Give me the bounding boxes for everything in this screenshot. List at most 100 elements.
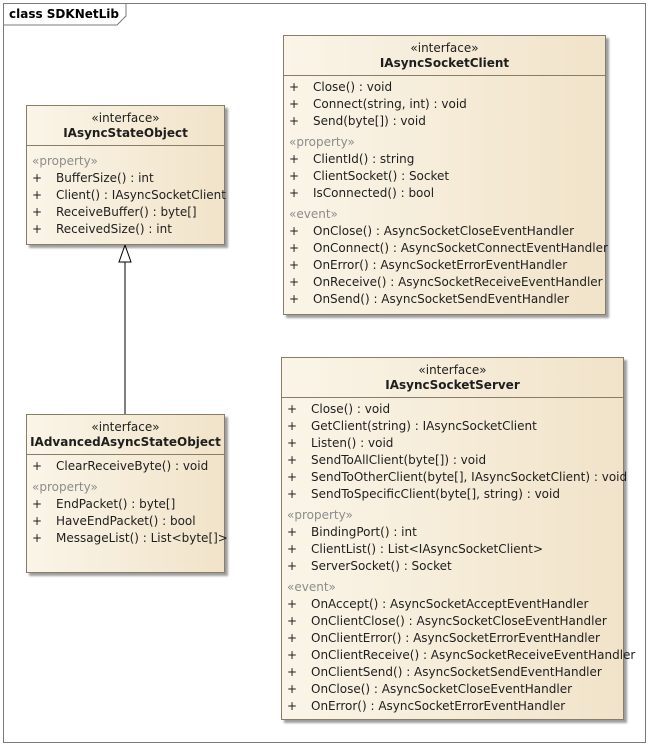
member-signature: OnClientError() : AsyncSocketErrorEventH… — [311, 631, 600, 645]
member-signature: ClearReceiveByte() : void — [56, 459, 209, 473]
section-stereotype-label: «property» — [32, 154, 98, 168]
member-row[interactable]: +BufferSize() : int — [27, 170, 224, 187]
visibility-marker: + — [287, 648, 298, 662]
member-row[interactable]: +ServerSocket() : Socket — [282, 558, 623, 575]
member-row[interactable]: +SendToSpecificClient(byte[], string) : … — [282, 486, 623, 503]
visibility-marker: + — [32, 459, 43, 473]
stereotype-label: «interface» — [91, 420, 160, 434]
member-signature: ReceivedSize() : int — [56, 222, 172, 236]
visibility-marker: + — [287, 665, 298, 679]
member-row[interactable]: + ReceivedSize() : int — [27, 221, 224, 238]
member-signature: OnClientClose() : AsyncSocketCloseEventH… — [311, 614, 607, 628]
member-signature: OnClose() : AsyncSocketCloseEventHandler — [311, 682, 573, 696]
visibility-marker: + — [287, 453, 298, 467]
member-signature: OnAccept() : AsyncSocketAcceptEventHandl… — [311, 597, 589, 611]
member-row[interactable]: +ClientList() : List<IAsyncSocketClient> — [282, 541, 623, 558]
member-signature: Listen() : void — [311, 436, 394, 450]
visibility-marker: + — [287, 699, 298, 713]
member-row[interactable]: +OnReceive() : AsyncSocketReceiveEventHa… — [284, 274, 605, 291]
interface-name: IAsyncStateObject — [63, 126, 188, 140]
visibility-marker: + — [32, 514, 43, 528]
member-row[interactable]: +OnSend() : AsyncSocketSendEventHandler — [284, 291, 605, 308]
member-row[interactable]: +IsConnected() : bool — [284, 185, 605, 202]
member-signature: ClientSocket() : Socket — [313, 169, 450, 183]
member-row[interactable]: +OnConnect() : AsyncSocketConnectEventHa… — [284, 240, 608, 257]
member-signature: OnError() : AsyncSocketErrorEventHandler — [313, 258, 568, 272]
visibility-marker: + — [32, 531, 43, 545]
member-row[interactable]: +OnClose() : AsyncSocketCloseEventHandle… — [282, 681, 623, 698]
visibility-marker: + — [32, 205, 43, 219]
member-row[interactable]: +Client() : IAsyncSocketClient — [27, 187, 226, 204]
member-row[interactable]: + Close() : void — [284, 79, 605, 96]
visibility-marker: + — [287, 487, 298, 501]
interface-box-iadvancedasyncstateobject[interactable]: «interface» IAdvancedAsyncStateObject + C… — [26, 414, 228, 573]
visibility-marker: + — [289, 292, 300, 306]
member-row[interactable]: +SendToOtherClient(byte[], IAsyncSocketC… — [282, 469, 627, 486]
member-signature: BufferSize() : int — [56, 171, 154, 185]
member-row[interactable]: +OnError() : AsyncSocketErrorEventHandle… — [284, 257, 605, 274]
member-row[interactable]: +Listen() : void — [282, 435, 623, 452]
member-row[interactable]: +OnClose() : AsyncSocketCloseEventHandle… — [284, 223, 605, 240]
member-signature: Close() : void — [313, 80, 393, 94]
member-row[interactable]: + MessageList() : List<byte[]> — [27, 530, 228, 547]
member-signature: Close() : void — [311, 402, 391, 416]
member-signature: Connect(string, int) : void — [313, 97, 467, 111]
member-signature: OnError() : AsyncSocketErrorEventHandler — [311, 699, 566, 713]
member-row[interactable]: +BindingPort() : int — [282, 524, 623, 541]
member-list: + Close() : void + Connect(string, int) : v… — [284, 76, 608, 308]
member-signature: ClientId() : string — [313, 152, 415, 166]
interface-header: «interface» IAdvancedAsyncStateObject — [27, 415, 224, 455]
stereotype-label: «interface» — [91, 111, 160, 125]
visibility-marker: + — [289, 224, 300, 238]
visibility-marker: + — [287, 631, 298, 645]
interface-name: IAsyncSocketClient — [379, 56, 510, 70]
visibility-marker: + — [289, 169, 300, 183]
member-signature: IsConnected() : bool — [313, 186, 435, 200]
member-row[interactable]: + OnError() : AsyncSocketErrorEventHandle… — [282, 698, 623, 715]
member-row[interactable]: +GetClient(string) : IAsyncSocketClient — [282, 418, 623, 435]
interface-box-iasyncsocketclient[interactable]: «interface» IAsyncSocketClient + Close() … — [283, 35, 608, 315]
member-signature: MessageList() : List<byte[]> — [56, 531, 228, 545]
member-row[interactable]: +OnAccept() : AsyncSocketAcceptEventHand… — [282, 596, 623, 613]
member-row[interactable]: +OnClientReceive() : AsyncSocketReceiveE… — [282, 647, 635, 664]
member-signature: OnConnect() : AsyncSocketConnectEventHan… — [313, 241, 608, 255]
member-list: +Close() : void+GetClient(string) : IAsy… — [282, 398, 635, 715]
visibility-marker: + — [287, 402, 298, 416]
section-stereotype-label: «property» — [289, 135, 355, 149]
member-row[interactable]: + Send(byte[]) : void — [284, 113, 605, 130]
member-row[interactable]: + OnClientError() : AsyncSocketErrorEvent… — [282, 630, 623, 647]
member-row[interactable]: + Connect(string, int) : void — [284, 96, 605, 113]
member-signature: OnClientSend() : AsyncSocketSendEventHan… — [311, 665, 602, 679]
visibility-marker: + — [289, 80, 300, 94]
member-row[interactable]: + EndPacket() : byte[] — [27, 496, 224, 513]
visibility-marker: + — [287, 614, 298, 628]
member-row[interactable]: +ReceiveBuffer() : byte[] — [27, 204, 224, 221]
section-stereotype-label: «event» — [289, 207, 338, 221]
member-row[interactable]: +ClientId() : string — [284, 151, 605, 168]
visibility-marker: + — [32, 222, 43, 236]
visibility-marker: + — [289, 114, 300, 128]
interface-name: IAsyncSocketServer — [385, 378, 520, 392]
member-row[interactable]: +HaveEndPacket() : bool — [27, 513, 224, 530]
member-row[interactable]: + SendToAllClient(byte[]) : void — [282, 452, 623, 469]
member-signature: Send(byte[]) : void — [313, 114, 426, 128]
diagram-frame — [3, 3, 646, 743]
interface-box-iasyncsocketserver[interactable]: «interface» IAsyncSocketServer + Close() … — [281, 357, 635, 720]
frame-title-tab: class SDKNetLib — [3, 3, 127, 26]
member-row[interactable]: + Close() : void — [282, 401, 623, 418]
member-row[interactable]: + ClientSocket() : Socket — [284, 168, 605, 185]
member-signature: EndPacket() : byte[] — [56, 497, 176, 511]
interface-header: «interface» IAsyncSocketClient — [284, 36, 605, 76]
member-signature: ServerSocket() : Socket — [311, 559, 452, 573]
member-row[interactable]: + ClearReceiveByte() : void — [27, 458, 224, 475]
interface-box-iasyncstateobject[interactable]: «interface» IAsyncStateObject «property»… — [26, 105, 226, 245]
member-signature: SendToAllClient(byte[]) : void — [311, 453, 487, 467]
stereotype-label: «interface» — [418, 363, 487, 377]
member-signature: GetClient(string) : IAsyncSocketClient — [311, 419, 537, 433]
visibility-marker: + — [32, 497, 43, 511]
member-row[interactable]: + OnClientSend() : AsyncSocketSendEventHa… — [282, 664, 623, 681]
visibility-marker: + — [32, 188, 43, 202]
visibility-marker: + — [289, 97, 300, 111]
member-row[interactable]: + OnClientClose() : AsyncSocketCloseEvent… — [282, 613, 623, 630]
